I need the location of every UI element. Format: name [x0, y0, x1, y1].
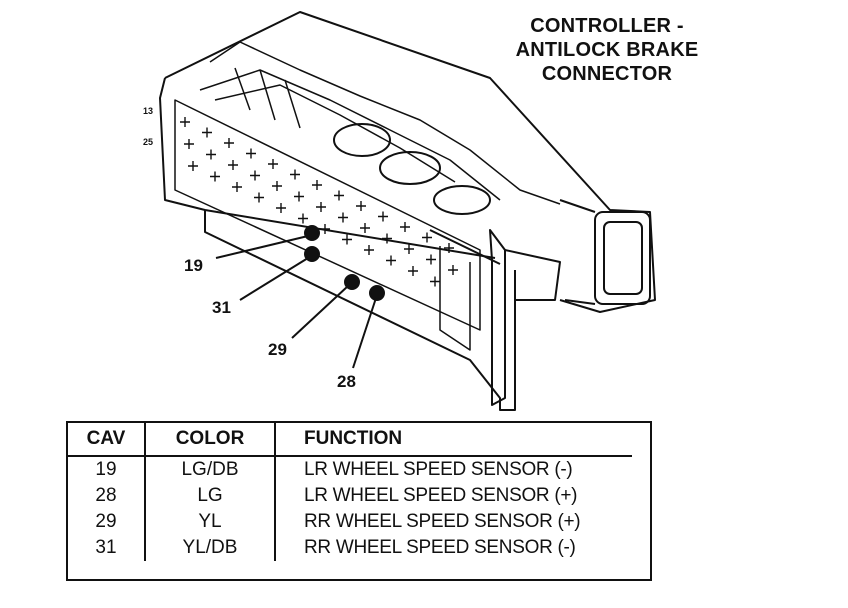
table-row: 28 LG LR WHEEL SPEED SENSOR (+)	[68, 483, 632, 509]
cavity-29-marker	[344, 274, 360, 290]
cavity-mark	[426, 254, 436, 265]
cavity-mark	[386, 255, 396, 266]
cav-cell: 28	[95, 485, 117, 506]
cavity-mark	[202, 127, 212, 138]
callout-31: 31	[212, 298, 231, 317]
function-cell: LR WHEEL SPEED SENSOR (-)	[274, 456, 632, 483]
cavity-mark	[320, 224, 330, 234]
function-cell: LR WHEEL SPEED SENSOR (+)	[274, 483, 632, 509]
function-cell: RR WHEEL SPEED SENSOR (+)	[274, 509, 632, 535]
header-cav: CAV	[68, 423, 145, 457]
callout-29: 29	[268, 340, 287, 359]
cavity-mark	[188, 161, 198, 171]
cavity-mark	[334, 190, 344, 201]
leader-31	[239, 257, 309, 301]
leader-28	[352, 297, 377, 369]
cavity-19-marker	[304, 225, 320, 241]
cavity-mark	[408, 266, 418, 276]
cav-cell: 29	[95, 511, 117, 532]
header-color: COLOR	[144, 423, 275, 457]
color-cell: YL	[144, 509, 275, 535]
function-cell: RR WHEEL SPEED SENSOR (-)	[274, 535, 632, 561]
connector-housing-left	[159, 77, 496, 259]
color-cell: LG	[144, 483, 275, 509]
cavity-mark	[210, 171, 220, 182]
color-cell: YL/DB	[144, 535, 275, 561]
side-label-25: 25	[143, 137, 154, 147]
cavity-31-marker	[304, 246, 320, 262]
cavity-mark	[382, 233, 392, 244]
table-row: 31 YL/DB RR WHEEL SPEED SENSOR (-)	[68, 535, 632, 561]
cavity-mark	[246, 148, 256, 159]
table-row: 19 LG/DB LR WHEEL SPEED SENSOR (-)	[68, 456, 632, 483]
connector-housing-bottom	[204, 210, 516, 411]
cavity-mark	[268, 159, 278, 169]
cavity-mark	[316, 202, 326, 212]
cavity-mark	[404, 244, 414, 254]
cavity-mark	[378, 211, 388, 222]
cav-cell: 19	[95, 459, 117, 480]
callout-19: 19	[184, 256, 203, 275]
cavity-mark	[180, 117, 190, 127]
cavity-mark	[184, 139, 194, 149]
cavity-mark	[338, 212, 348, 223]
callout-28: 28	[337, 372, 356, 391]
connector-face	[174, 99, 481, 331]
cavity-mark	[444, 243, 454, 253]
leader-29	[291, 285, 349, 339]
cavity-mark	[422, 232, 432, 243]
title-line-3: CONNECTOR	[541, 63, 673, 85]
cavity-mark	[232, 182, 242, 192]
cavity-mark	[312, 180, 322, 190]
side-label-13: 13	[143, 106, 154, 116]
title-line-2: ANTILOCK BRAKE	[515, 39, 699, 61]
cavity-mark	[290, 169, 300, 180]
cavity-mark	[294, 191, 304, 202]
cavity-28-marker	[369, 285, 385, 301]
cavity-mark	[448, 265, 458, 275]
leader-19	[215, 235, 309, 259]
cavity-mark	[360, 223, 370, 233]
cavity-mark	[276, 203, 286, 213]
cav-cell: 31	[95, 537, 117, 558]
cavity-mark	[224, 138, 234, 148]
cavity-mark	[356, 201, 366, 211]
cavity-mark	[250, 170, 260, 181]
header-function: FUNCTION	[274, 423, 632, 457]
cavity-mark	[430, 276, 440, 287]
color-cell: LG/DB	[144, 456, 275, 483]
pinout-table: CAV COLOR FUNCTION 19 LG/DB LR WHEEL SPE…	[68, 423, 632, 561]
table-row: 29 YL RR WHEEL SPEED SENSOR (+)	[68, 509, 632, 535]
cavity-grid	[180, 117, 458, 287]
cavity-mark	[272, 181, 282, 191]
cavity-mark	[298, 213, 308, 224]
cavity-mark	[228, 160, 238, 170]
pinout-table-frame	[66, 421, 652, 581]
cavity-mark	[342, 234, 352, 245]
table-header-row: CAV COLOR FUNCTION	[68, 423, 632, 457]
title-line-1: CONTROLLER -	[530, 15, 684, 37]
cavity-mark	[400, 222, 410, 232]
diagram-title: CONTROLLER - ANTILOCK BRAKE CONNECTOR	[492, 14, 722, 86]
cavity-mark	[254, 192, 264, 203]
cavity-mark	[364, 245, 374, 255]
cavity-mark	[206, 149, 216, 160]
